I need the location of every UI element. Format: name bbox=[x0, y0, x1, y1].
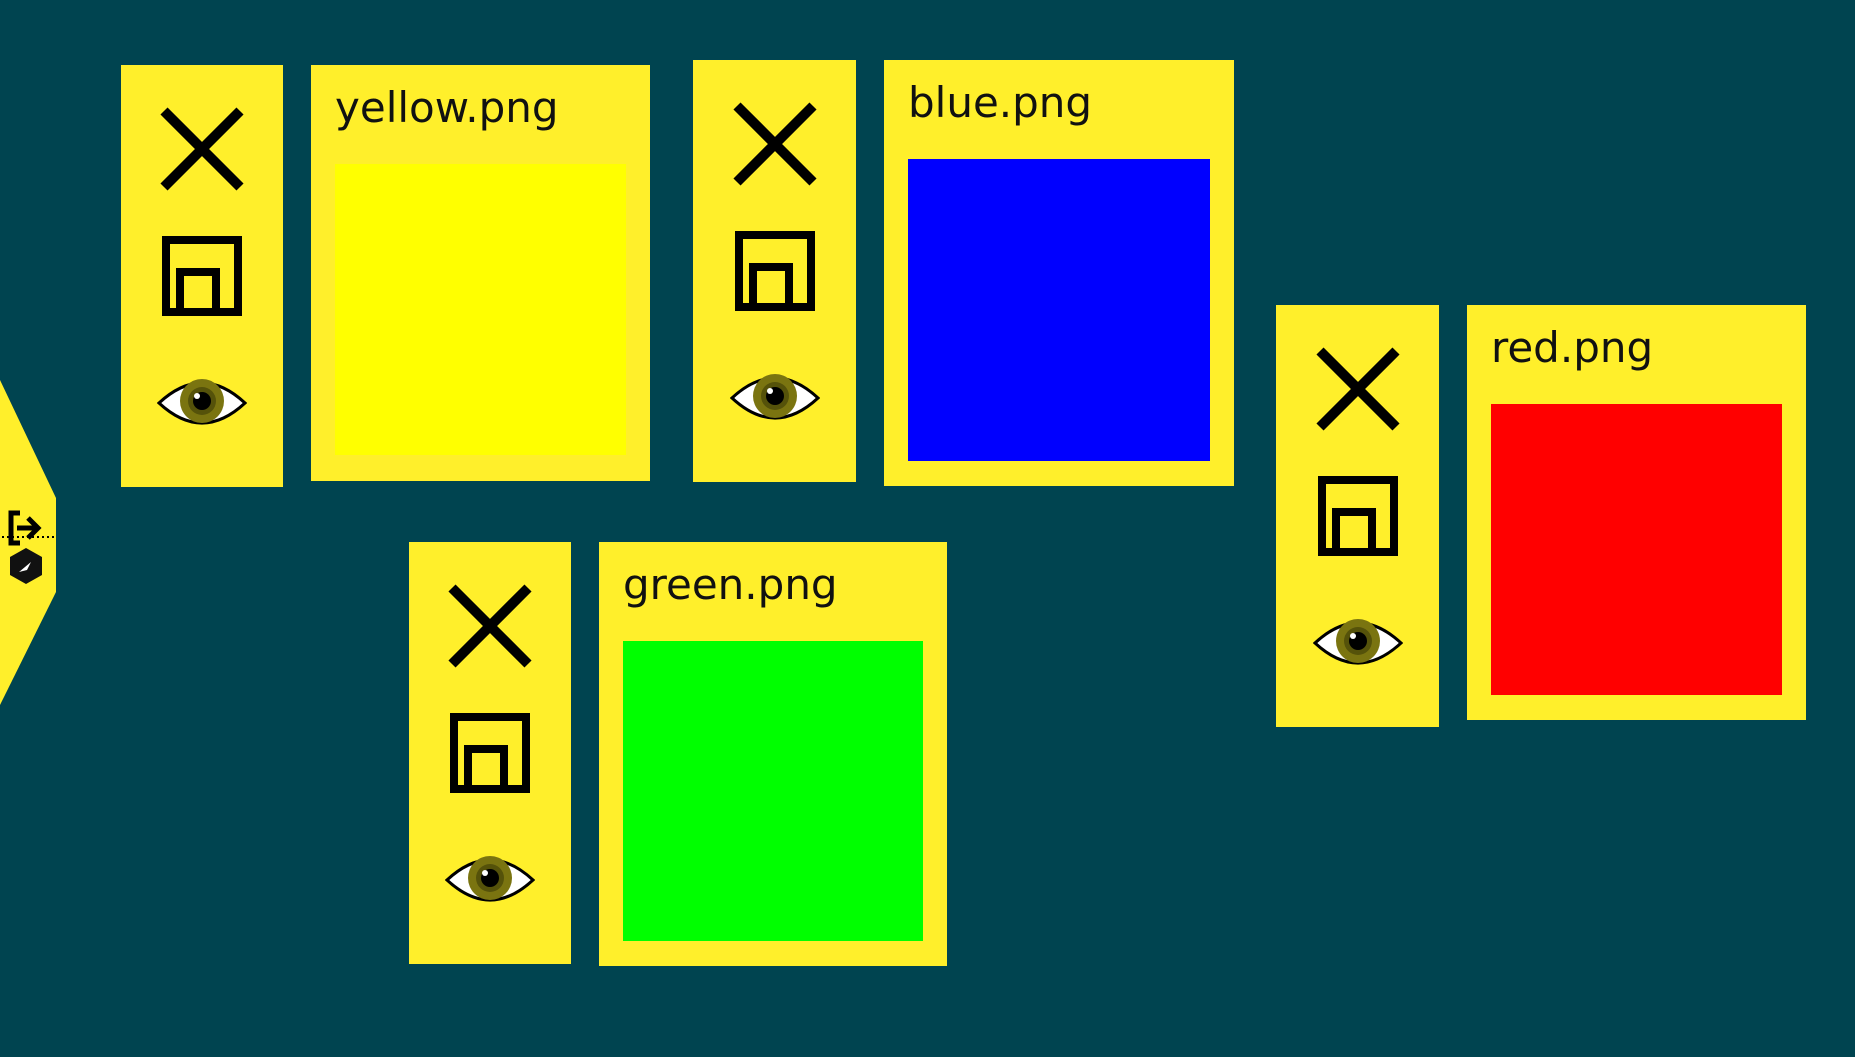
app-hexagon-icon bbox=[10, 548, 42, 584]
view-button[interactable] bbox=[1312, 598, 1403, 688]
image-window-green[interactable]: green.png bbox=[599, 542, 947, 966]
restore-window-icon bbox=[162, 235, 242, 316]
close-button[interactable] bbox=[157, 104, 247, 194]
image-window-blue[interactable]: blue.png bbox=[884, 60, 1234, 486]
close-icon bbox=[732, 102, 817, 186]
image-preview bbox=[908, 159, 1210, 461]
eye-icon bbox=[1312, 619, 1403, 665]
image-preview bbox=[1491, 404, 1782, 695]
file-name: blue.png bbox=[908, 78, 1093, 127]
image-window-red[interactable]: red.png bbox=[1467, 305, 1806, 720]
file-name: green.png bbox=[623, 560, 838, 609]
close-icon bbox=[1315, 347, 1400, 431]
image-window-yellow[interactable]: yellow.png bbox=[311, 65, 650, 481]
side-dock bbox=[0, 380, 58, 705]
close-button[interactable] bbox=[730, 99, 820, 189]
close-icon bbox=[448, 584, 532, 668]
close-button[interactable] bbox=[445, 581, 535, 671]
eye-icon bbox=[445, 856, 535, 902]
image-preview bbox=[623, 641, 923, 941]
eye-icon bbox=[729, 374, 820, 420]
restore-button[interactable] bbox=[730, 226, 820, 316]
view-button[interactable] bbox=[729, 353, 820, 443]
restore-button[interactable] bbox=[445, 708, 535, 798]
file-name: red.png bbox=[1491, 323, 1654, 372]
restore-button[interactable] bbox=[1313, 471, 1403, 561]
window-toolbar-yellow bbox=[121, 65, 283, 487]
restore-window-icon bbox=[1317, 475, 1398, 556]
app-menu-button[interactable] bbox=[6, 546, 50, 590]
restore-window-icon bbox=[450, 712, 530, 793]
logout-icon bbox=[8, 510, 42, 546]
image-preview bbox=[335, 164, 626, 455]
window-toolbar-green bbox=[409, 542, 571, 964]
eye-icon bbox=[157, 379, 247, 425]
window-toolbar-red bbox=[1276, 305, 1439, 727]
close-icon bbox=[160, 107, 244, 191]
restore-button[interactable] bbox=[157, 231, 247, 321]
close-button[interactable] bbox=[1313, 344, 1403, 434]
view-button[interactable] bbox=[157, 358, 247, 448]
window-toolbar-blue bbox=[693, 60, 856, 482]
restore-window-icon bbox=[734, 230, 815, 311]
view-button[interactable] bbox=[445, 835, 535, 925]
file-name: yellow.png bbox=[335, 83, 559, 132]
logout-button[interactable] bbox=[6, 508, 50, 552]
